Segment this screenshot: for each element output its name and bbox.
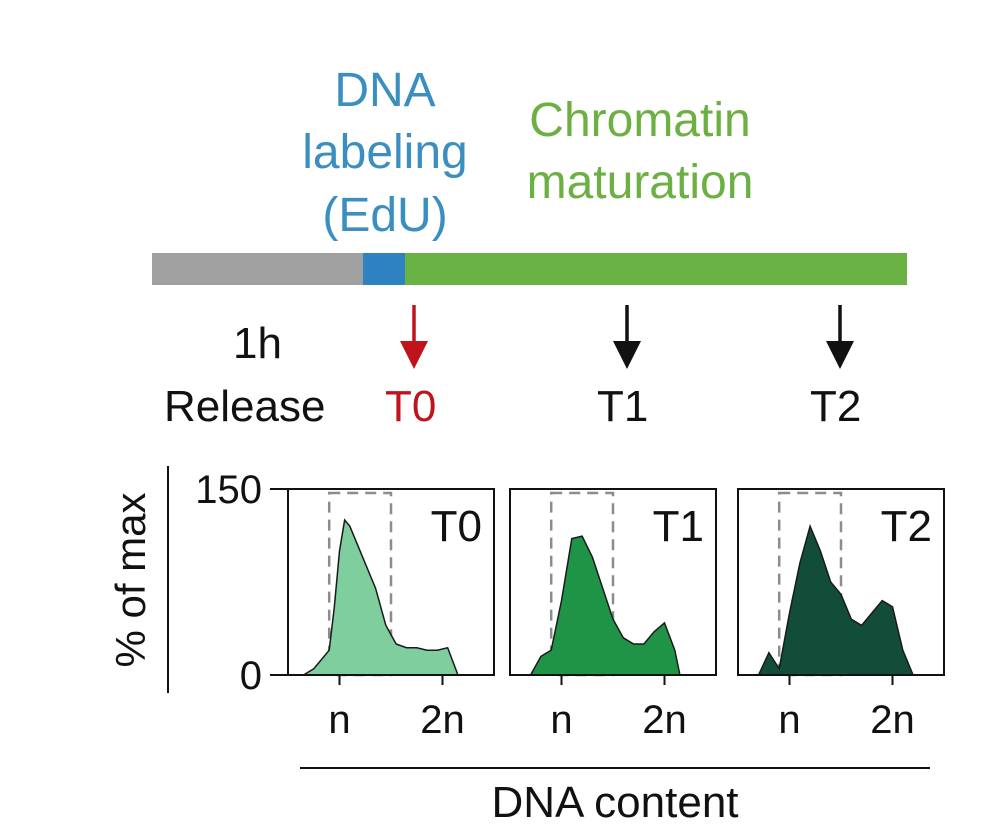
- timeline-release-segment: [152, 253, 364, 285]
- timeline-maturation-segment: [405, 253, 907, 285]
- dna-labeling-label: DNA labeling (EdU): [280, 60, 490, 247]
- histogram-area: [757, 523, 915, 676]
- dna-labeling-line: DNA: [334, 64, 436, 117]
- release-duration: 1h: [233, 319, 282, 368]
- histogram-panel-t2: T2 n 2n: [737, 488, 945, 742]
- x-tick-label: n: [778, 698, 800, 742]
- x-tick-label: 2n: [420, 698, 465, 742]
- panel-title: T1: [653, 502, 704, 551]
- timepoint-t0-label: T0: [385, 382, 437, 431]
- panel-frame: [737, 488, 945, 676]
- x-tick-label: n: [328, 698, 350, 742]
- panel-frame: [509, 488, 717, 676]
- panel-title: T0: [431, 502, 482, 551]
- timeline-labeling-segment: [363, 253, 406, 285]
- dna-labeling-line: (EdU): [322, 188, 448, 242]
- y-tick-label: 150: [195, 468, 262, 512]
- histogram-area: [300, 518, 460, 676]
- chromatin-maturation-line: maturation: [526, 156, 754, 210]
- x-axis-title: DNA content: [491, 778, 739, 827]
- panel-frame: [287, 488, 495, 676]
- histogram-area: [529, 535, 681, 676]
- x-tick-label: 2n: [870, 698, 915, 742]
- histogram-panel-t1: T1 n 2n: [509, 488, 717, 742]
- timepoint-t2-label: T2: [810, 382, 862, 431]
- timepoint-t1-label: T1: [597, 382, 649, 431]
- y-axis-title: % of max: [107, 492, 154, 668]
- chromatin-maturation-line: Chromatin: [529, 94, 751, 147]
- x-tick-label: 2n: [642, 698, 687, 742]
- histogram-panel-t0: T0 n 2n: [287, 488, 495, 742]
- x-tick-label: n: [550, 698, 572, 742]
- chromatin-maturation-label: Chromatin maturation: [500, 90, 780, 215]
- panel-title: T2: [881, 502, 932, 551]
- y-tick-label: 0: [240, 654, 262, 698]
- dna-labeling-line: labeling: [302, 126, 468, 180]
- release-label: Release: [164, 382, 326, 431]
